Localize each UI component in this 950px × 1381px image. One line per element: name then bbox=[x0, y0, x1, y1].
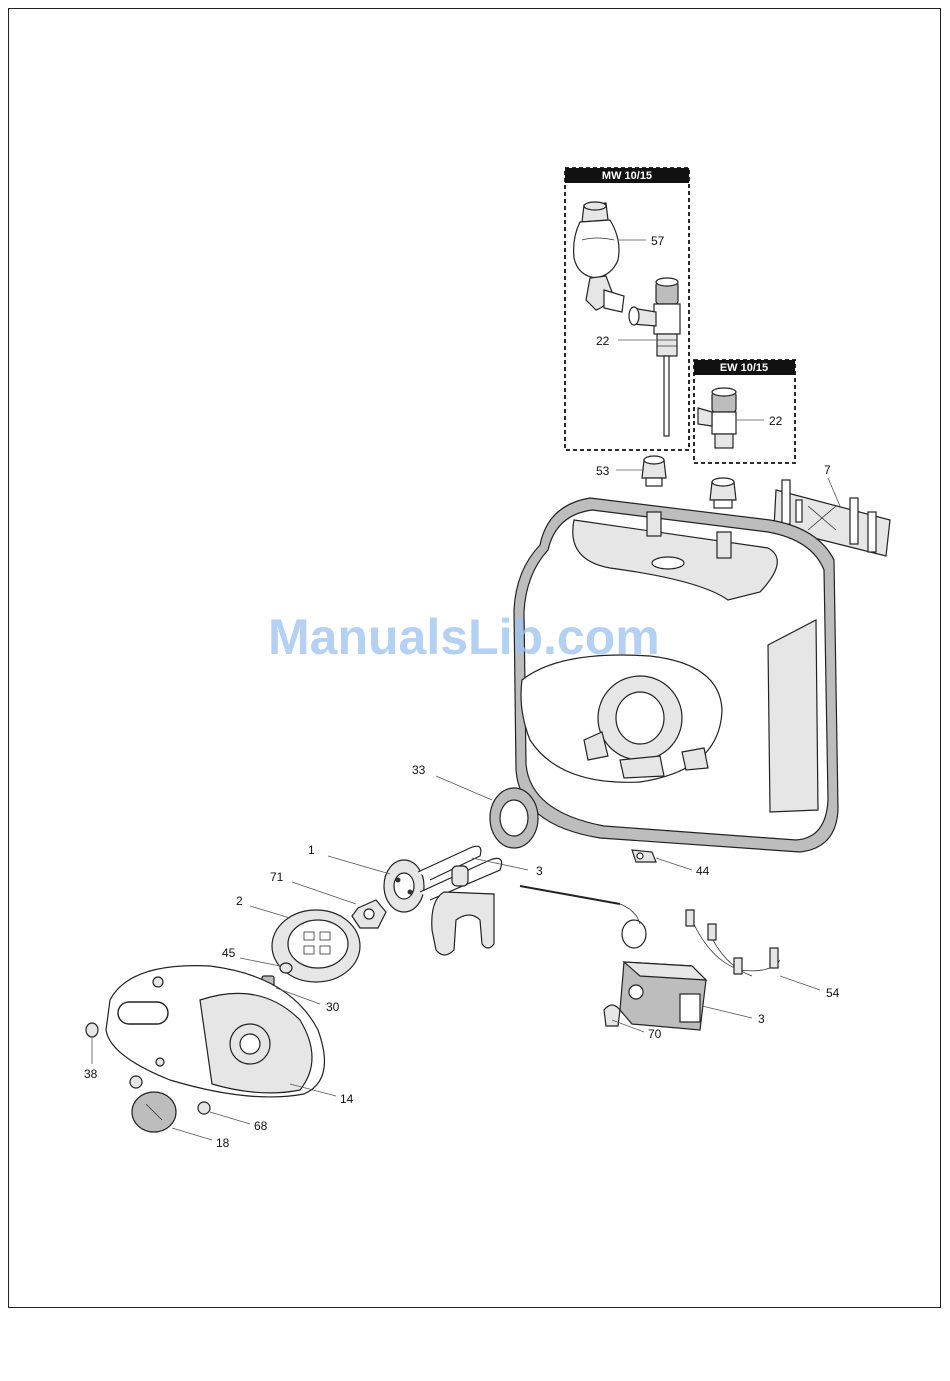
label-22-ew: 22 bbox=[769, 414, 783, 428]
label-14: 14 bbox=[340, 1092, 354, 1106]
part-22-tp-valve-mw bbox=[629, 278, 680, 436]
label-70: 70 bbox=[648, 1027, 662, 1041]
label-54: 54 bbox=[826, 986, 840, 1000]
part-54-wiring-harness bbox=[686, 910, 780, 976]
label-3-element: 3 bbox=[536, 864, 543, 878]
label-2: 2 bbox=[236, 894, 243, 908]
part-44-clip bbox=[632, 850, 656, 862]
part-18-knob bbox=[132, 1092, 176, 1132]
mw-box-header: MW 10/15 bbox=[602, 170, 652, 182]
part-53-dielectric-fittings bbox=[642, 456, 736, 508]
label-22-mw: 22 bbox=[596, 334, 610, 348]
label-18: 18 bbox=[216, 1136, 230, 1150]
part-45-screw bbox=[280, 963, 292, 973]
label-53: 53 bbox=[596, 464, 610, 478]
part-1-element-flange bbox=[384, 860, 424, 912]
part-22-tp-valve-ew bbox=[698, 388, 736, 448]
label-7: 7 bbox=[824, 463, 831, 477]
label-1: 1 bbox=[308, 843, 315, 857]
part-33-gasket bbox=[490, 788, 538, 848]
label-68: 68 bbox=[254, 1119, 268, 1133]
label-71: 71 bbox=[270, 870, 284, 884]
label-44: 44 bbox=[696, 864, 710, 878]
part-68-plug bbox=[198, 1102, 210, 1114]
watermark: ManualsLib.com bbox=[268, 609, 660, 665]
label-45: 45 bbox=[222, 946, 236, 960]
water-heater-tank bbox=[514, 498, 838, 852]
label-57: 57 bbox=[651, 234, 665, 248]
label-30: 30 bbox=[326, 1000, 340, 1014]
part-57-safety-valve bbox=[574, 202, 624, 312]
label-33: 33 bbox=[412, 763, 426, 777]
part-70-plug bbox=[604, 1005, 620, 1026]
label-38: 38 bbox=[84, 1067, 98, 1081]
label-3-thermostat: 3 bbox=[758, 1012, 765, 1026]
part-3-heating-element bbox=[418, 846, 502, 955]
ew-box-header: EW 10/15 bbox=[720, 362, 768, 374]
part-71-nut bbox=[352, 900, 386, 928]
